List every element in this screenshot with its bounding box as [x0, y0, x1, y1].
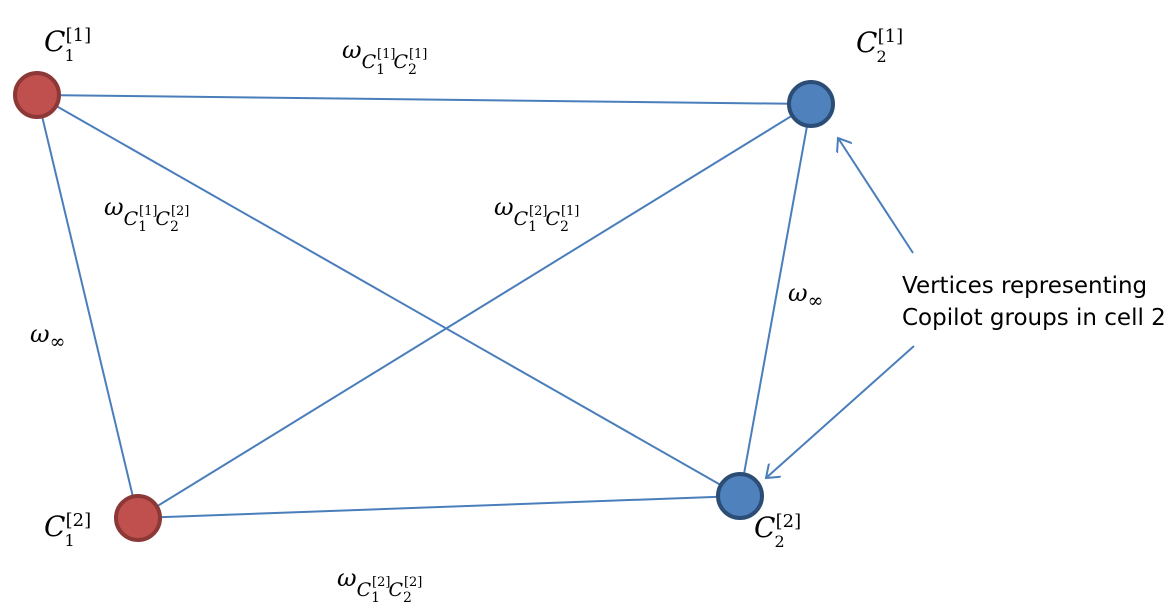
label-c2-2-sup: [2] [775, 511, 802, 532]
weight-c21-c22-omega: ω [788, 279, 808, 307]
weight-c11-c12: ω∞ [30, 320, 65, 352]
label-c2-2: C2[2] [754, 511, 811, 550]
weight-c11-c22-c-b: C [155, 208, 171, 230]
weight-c11-c21-b-sup: [1] [408, 47, 428, 62]
label-c2-2-base: C [754, 511, 776, 544]
weight-c11-c21-c-a: C [361, 51, 377, 73]
weight-c21-c22: ω∞ [788, 279, 823, 311]
node-c1-2 [114, 494, 162, 542]
weight-c11-c22-omega: ω [104, 193, 124, 221]
edge-c12-c21 [137, 103, 812, 519]
label-c1-1: C1[1] [44, 25, 101, 64]
weight-c11-c21-a-sub: 1 [376, 62, 386, 78]
label-c2-1-sub: 2 [876, 47, 887, 66]
weight-c12-c21-b-sub: 2 [560, 219, 569, 235]
weight-c12-c22-b-sub: 2 [403, 590, 412, 606]
weight-c12-c21-b-sup: [1] [560, 204, 580, 219]
weight-c12-c22-omega: ω [337, 564, 357, 592]
weight-c21-c22-infinity: ∞ [807, 290, 824, 312]
label-c1-1-sup: [1] [65, 25, 92, 46]
node-c2-1 [787, 80, 835, 128]
node-c1-1 [13, 71, 61, 119]
weight-c12-c22-c-a: C [356, 579, 372, 601]
weight-c11-c21-a-sup: [1] [377, 47, 396, 62]
annotation-line-1: Vertices representing [902, 273, 1148, 299]
weight-c12-c21-c-b: C [545, 208, 561, 230]
label-c1-1-base: C [44, 25, 66, 58]
label-c2-1-sup: [1] [877, 26, 904, 47]
node-c2-2 [716, 472, 764, 520]
edge-c12-c22 [137, 495, 741, 519]
label-c1-2-sub: 1 [64, 531, 75, 550]
weight-c12-c21: ωC1[2]C2[1] [494, 193, 597, 234]
weight-c11-c22: ωC1[1]C2[2] [104, 193, 207, 234]
weight-c11-c22-a-sub: 1 [138, 219, 148, 235]
weight-c11-c12-omega: ω [30, 320, 50, 348]
edge-c21-c22 [739, 103, 812, 497]
weight-c12-c22-a-sub: 1 [371, 590, 381, 606]
edge-c11-c22 [36, 94, 741, 497]
weight-c11-c22-b-sup: [2] [170, 204, 190, 219]
weight-c12-c21-a-sup: [2] [529, 204, 548, 219]
weight-c12-c21-a-sub: 1 [528, 219, 538, 235]
weight-c12-c22-b-sup: [2] [403, 575, 423, 590]
weight-c12-c22-a-sup: [2] [372, 575, 391, 590]
edge-c11-c21 [36, 94, 812, 105]
label-c2-1: C2[1] [856, 26, 913, 65]
weight-c11-c21-c-b: C [393, 51, 409, 73]
label-c1-2-base: C [44, 510, 66, 543]
weight-c12-c21-omega: ω [494, 193, 514, 221]
arrow-to-c22 [766, 345, 915, 478]
label-c1-2-sup: [2] [65, 510, 92, 531]
label-c1-1-sub: 1 [64, 46, 75, 65]
label-c2-1-base: C [856, 26, 878, 59]
edge-c11-c12 [36, 94, 139, 519]
weight-c11-c21: ωC1[1]C2[1] [342, 36, 445, 77]
annotation-arrows [766, 138, 915, 478]
weight-c11-c22-c-a: C [123, 208, 139, 230]
weight-c11-c12-infinity: ∞ [49, 331, 66, 353]
graph-edges [36, 94, 812, 519]
graph-nodes [13, 71, 835, 542]
annotation-text: Vertices representing Copilot groups in … [902, 270, 1166, 334]
weight-c12-c22: ωC1[2]C2[2] [337, 564, 440, 605]
weight-c11-c22-b-sub: 2 [170, 219, 179, 235]
weight-c12-c22-c-b: C [388, 579, 404, 601]
label-c2-2-sub: 2 [774, 532, 785, 551]
weight-c11-c21-omega: ω [342, 36, 362, 64]
weight-c12-c21-c-a: C [513, 208, 529, 230]
arrow-to-c21 [838, 138, 914, 254]
label-c1-2: C1[2] [44, 510, 101, 549]
weight-c11-c22-a-sup: [1] [139, 204, 158, 219]
weight-c11-c21-b-sub: 2 [408, 62, 417, 78]
annotation-line-2: Copilot groups in cell 2 [902, 305, 1166, 331]
